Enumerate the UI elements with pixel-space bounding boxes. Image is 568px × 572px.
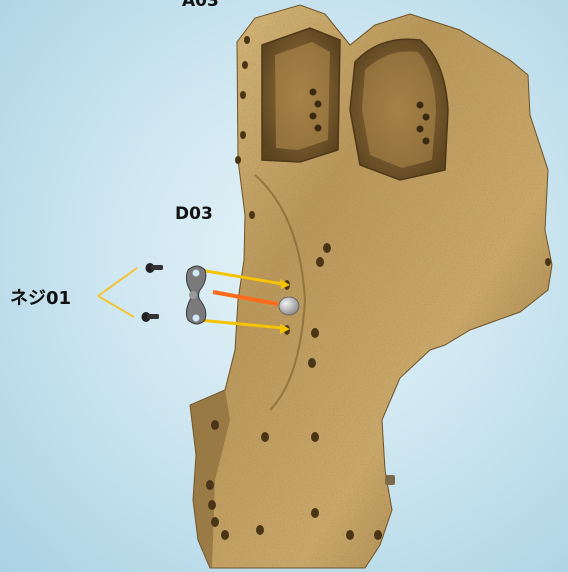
mounting-hole [374,530,382,540]
pocket-hole [423,138,430,145]
pocket-hole [417,126,424,133]
mounting-hole [240,131,246,139]
mounting-hole [346,530,354,540]
leader-lines [98,268,137,317]
pocket-hole [315,101,322,108]
housing-stub [385,475,395,485]
mounting-hole [311,508,319,518]
mounting-hole [308,358,316,368]
label-part-a03: A03 [182,0,219,10]
mounting-hole [211,420,219,430]
mounting-hole [242,61,248,69]
mounting-hole [208,500,216,510]
pocket-hole [417,102,424,109]
mounting-hole [256,525,264,535]
pocket-left [262,28,340,162]
mounting-hole [323,243,331,253]
leader-line-lower [98,296,134,317]
mounting-hole [311,328,319,338]
pocket-hole [315,125,322,132]
screw-icon [146,263,164,273]
knob-icon [279,297,299,315]
screw-icon [142,312,160,322]
mounting-hole [311,432,319,442]
mounting-hole [244,36,250,44]
mounting-hole [261,432,269,442]
mounting-hole [211,517,219,527]
mounting-hole [206,480,214,490]
bracket-icon [186,266,205,324]
mounting-hole [240,91,246,99]
mounting-hole [249,211,255,219]
pocket-hole [310,89,317,96]
label-part-d03: D03 [175,206,213,223]
leader-line-upper [98,268,137,296]
mounting-hole [221,530,229,540]
mounting-hole [316,257,324,267]
pocket-right [350,39,448,180]
mounting-hole [545,258,551,266]
pocket-hole [423,114,430,121]
pocket-hole [310,113,317,120]
mounting-hole [235,156,241,164]
label-screw-01: ネジ01 [10,290,71,308]
